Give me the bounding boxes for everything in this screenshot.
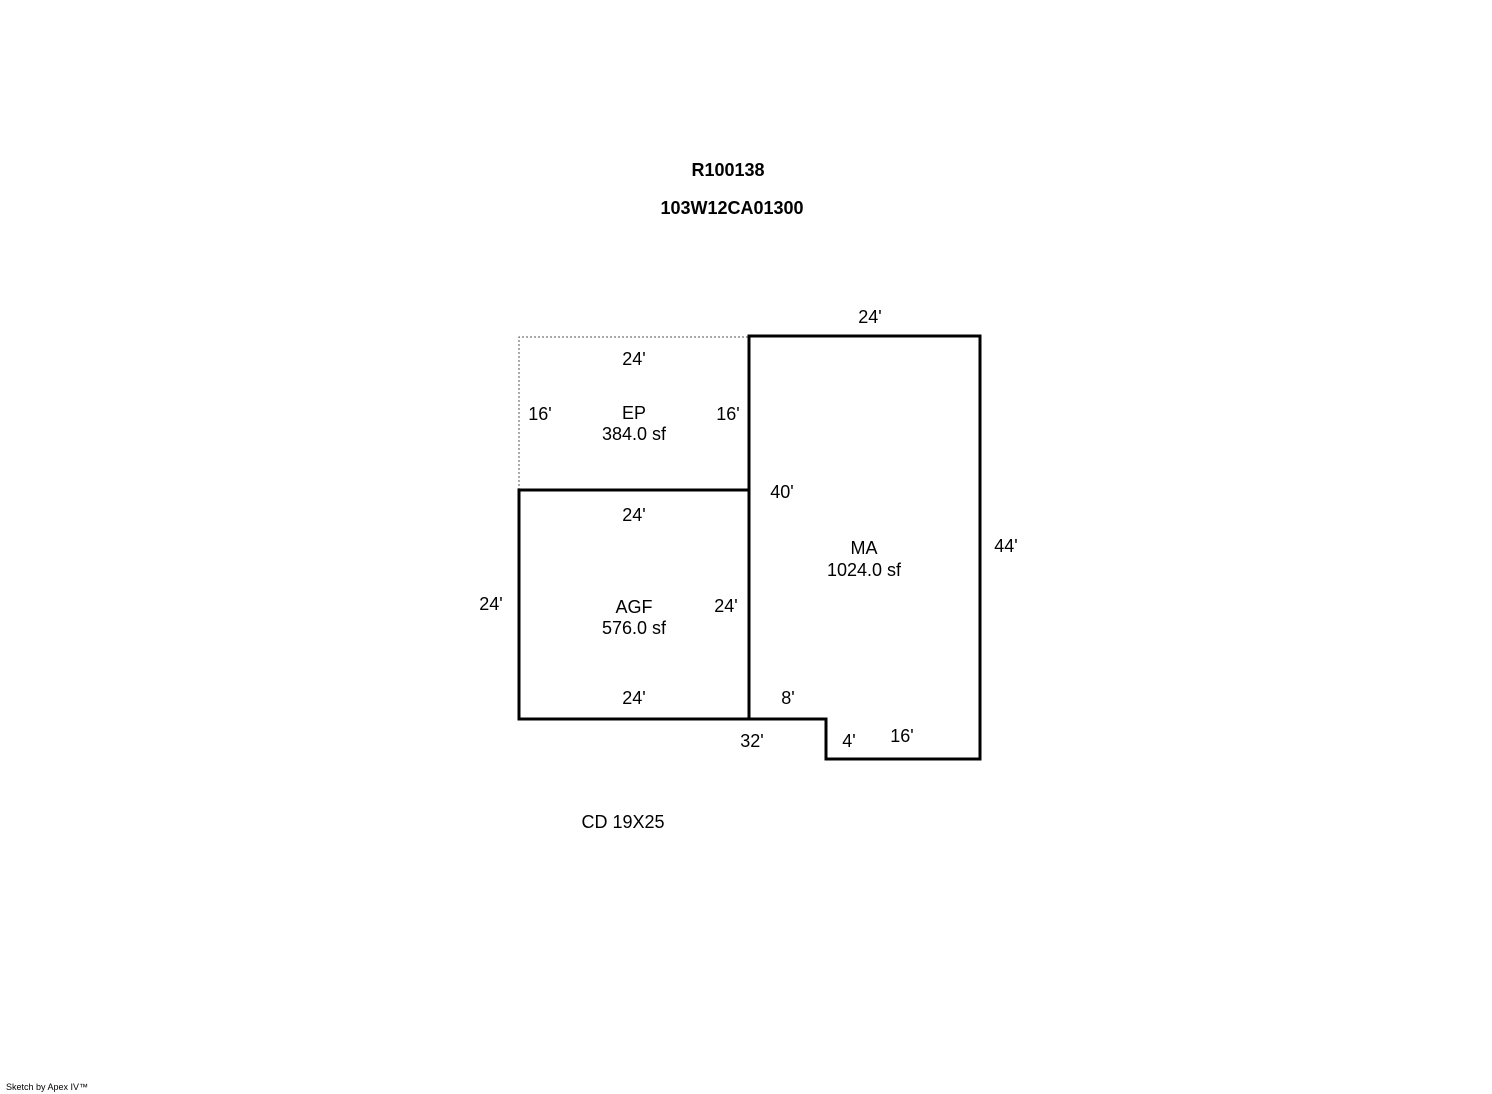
ep-area-label: 384.0 sf bbox=[602, 424, 667, 444]
detached-structure-note: CD 19X25 bbox=[581, 812, 664, 832]
ma-outline bbox=[747, 334, 982, 761]
ma-top-dimension: 24' bbox=[858, 307, 881, 327]
ep-right-dimension: 16' bbox=[716, 404, 739, 424]
agf-top-dimension: 24' bbox=[622, 505, 645, 525]
sketch-credit: Sketch by Apex IV™ bbox=[6, 1082, 88, 1092]
agf-left-dimension: 24' bbox=[479, 594, 502, 614]
ma-left-dimension: 40' bbox=[770, 482, 793, 502]
ma-code-label: MA bbox=[851, 538, 878, 558]
agf-code-label: AGF bbox=[615, 597, 652, 617]
agf-bottom-dimension: 24' bbox=[622, 688, 645, 708]
ma-notch-side-dimension: 4' bbox=[842, 731, 855, 751]
ep-top-dimension: 24' bbox=[622, 349, 645, 369]
ma-right-dimension: 44' bbox=[994, 536, 1017, 556]
map-taxlot-title: 103W12CA01300 bbox=[660, 198, 803, 218]
ep-code-label: EP bbox=[622, 403, 646, 423]
ep-left-dimension: 16' bbox=[528, 404, 551, 424]
ma-bottom-total-dimension: 32' bbox=[740, 731, 763, 751]
ma-bottom-dimension: 16' bbox=[890, 726, 913, 746]
agf-outline bbox=[517, 488, 749, 721]
ep-outline bbox=[518, 336, 749, 490]
ma-area-label: 1024.0 sf bbox=[827, 560, 902, 580]
account-id-title: R100138 bbox=[691, 160, 764, 180]
agf-area-label: 576.0 sf bbox=[602, 618, 667, 638]
ma-notch-top-dimension: 8' bbox=[781, 688, 794, 708]
agf-right-dimension: 24' bbox=[714, 596, 737, 616]
